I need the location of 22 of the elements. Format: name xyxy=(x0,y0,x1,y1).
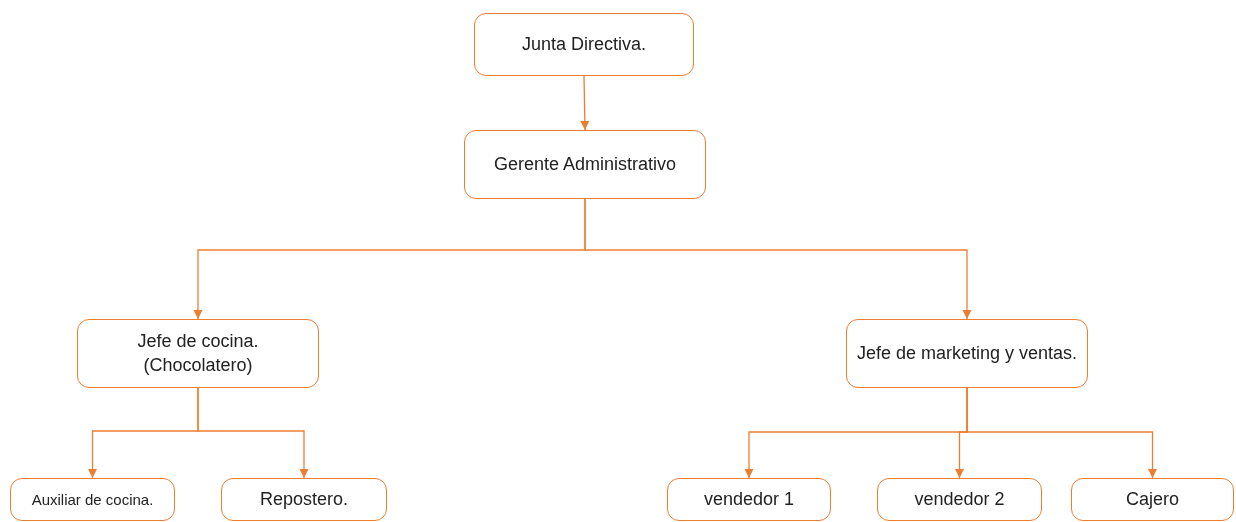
box-label: Repostero. xyxy=(259,487,349,511)
box-label: Jefe de cocina. (Chocolatero) xyxy=(136,330,260,377)
connector-arrow xyxy=(580,75,590,131)
org-box xyxy=(846,319,1088,388)
org-box xyxy=(1071,478,1234,521)
box-label: Jefe de marketing y ventas. xyxy=(856,341,1078,365)
box-label: Junta Directiva. xyxy=(521,32,647,56)
org-box xyxy=(877,478,1042,521)
org-box xyxy=(77,319,319,388)
box-label: vendedor 1 xyxy=(703,487,795,511)
org-box xyxy=(10,478,175,521)
box-label: Cajero xyxy=(1126,487,1179,511)
box-label: Gerente Administrativo xyxy=(493,152,677,176)
connector-arrow xyxy=(584,198,972,320)
org-box xyxy=(667,478,831,521)
org-box xyxy=(474,13,694,76)
connector-arrow xyxy=(197,387,309,479)
org-box xyxy=(464,130,706,199)
box-label: Auxiliar de cocina. xyxy=(31,490,154,509)
box-label: vendedor 2 xyxy=(914,487,1005,511)
connector-arrow xyxy=(966,387,1158,479)
org-box xyxy=(221,478,387,521)
